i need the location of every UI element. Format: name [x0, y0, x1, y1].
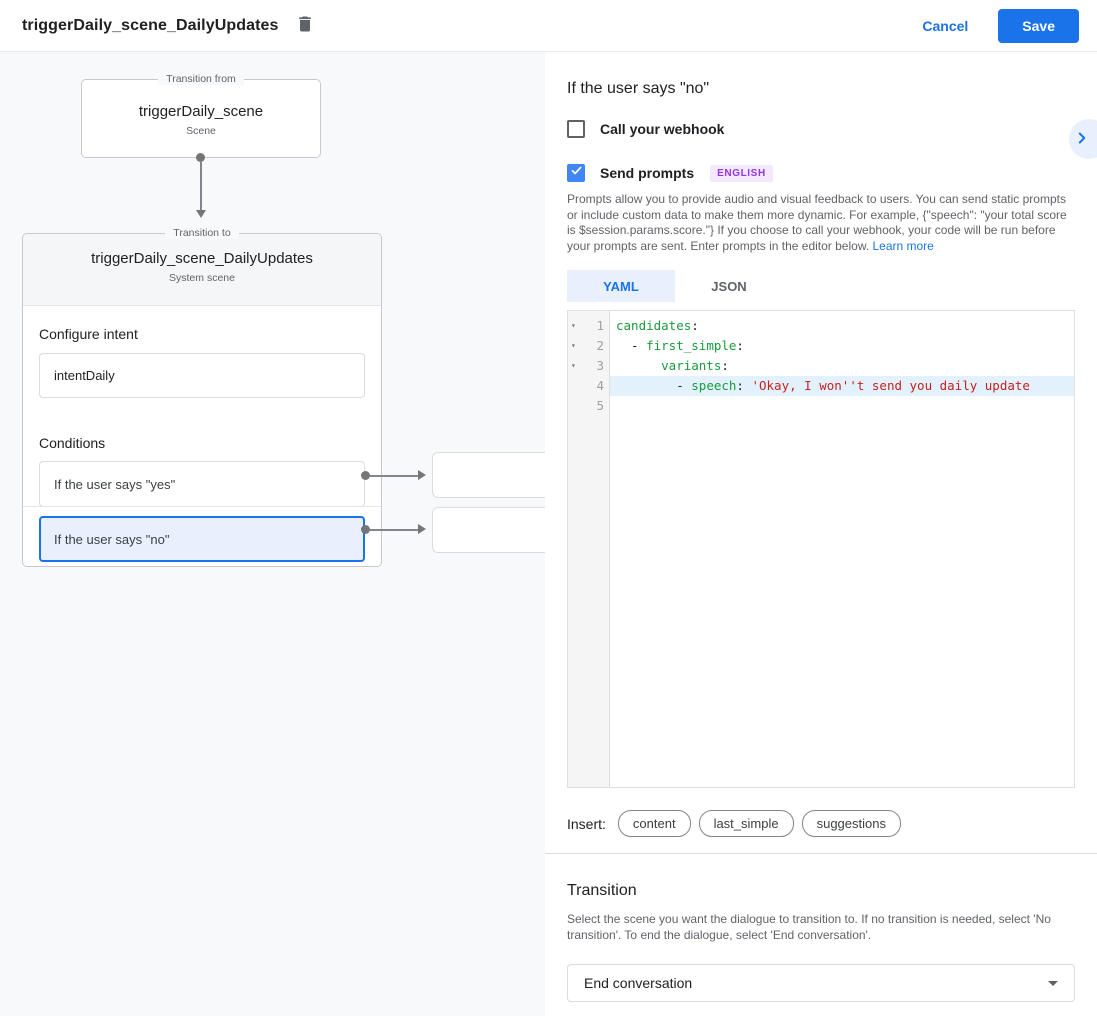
condition-target-node[interactable]	[432, 452, 545, 498]
editor-gutter: ▾ 1 ▾ 2 ▾ 3 4 5	[568, 311, 610, 787]
webhook-checkbox-row[interactable]: Call your webhook	[567, 120, 1075, 138]
fold-arrow-icon[interactable]: ▾	[571, 321, 576, 330]
insert-chip-content[interactable]: content	[617, 810, 691, 837]
transition-from-legend: Transition from	[82, 73, 320, 85]
transition-section: Transition Select the scene you want the…	[545, 854, 1097, 1002]
checkmark-icon	[570, 164, 583, 182]
insert-chip-suggestions[interactable]: suggestions	[801, 810, 901, 837]
prompts-description: Prompts allow you to provide audio and v…	[567, 192, 1067, 253]
fold-arrow-icon[interactable]: ▾	[571, 361, 576, 370]
to-scene-type: System scene	[169, 272, 235, 284]
connector-dot	[196, 153, 205, 162]
to-scene-header: triggerDaily_scene_DailyUpdates System s…	[23, 234, 381, 306]
editor-format-tabs: YAML JSON	[567, 270, 1075, 302]
cancel-button[interactable]: Cancel	[906, 10, 984, 42]
transition-dropdown[interactable]: End conversation	[567, 964, 1075, 1002]
send-prompts-checkbox[interactable]	[567, 164, 585, 182]
transition-to-node: Transition to triggerDaily_scene_DailyUp…	[22, 227, 382, 567]
from-scene-name: triggerDaily_scene	[138, 103, 264, 120]
transition-description: Select the scene you want the dialogue t…	[567, 912, 1051, 942]
line-number: 3	[596, 358, 604, 373]
tab-json[interactable]: JSON	[711, 278, 747, 294]
divider	[23, 506, 381, 507]
line-number: 1	[596, 318, 604, 333]
code-line: variants:	[661, 358, 729, 373]
send-prompts-checkbox-row[interactable]: Send prompts ENGLISH	[567, 164, 1075, 182]
code-line: candidates:	[616, 318, 699, 333]
trash-icon	[295, 14, 315, 37]
insert-row: Insert: content last_simple suggestions	[567, 810, 1075, 853]
code-line-active: - speech: 'Okay, I won''t send you daily…	[610, 376, 1074, 396]
arrow-right-icon	[418, 524, 426, 534]
language-badge: ENGLISH	[710, 164, 773, 182]
delete-scene-button[interactable]	[295, 14, 315, 37]
insert-label: Insert:	[567, 815, 606, 832]
save-button[interactable]: Save	[998, 8, 1079, 43]
arrow-right-icon	[418, 470, 426, 480]
collapse-panel-button[interactable]	[1069, 119, 1097, 159]
connector-line	[370, 529, 418, 531]
divider	[545, 853, 1097, 854]
connector-dot	[361, 525, 370, 534]
webhook-label: Call your webhook	[600, 121, 725, 137]
to-scene-name: triggerDaily_scene_DailyUpdates	[91, 250, 313, 267]
condition-editor-panel: If the user says "no" Call your webhook …	[545, 52, 1097, 1016]
transition-dropdown-value: End conversation	[584, 975, 693, 991]
conditions-label: Conditions	[39, 435, 106, 451]
chevron-right-icon	[1073, 129, 1091, 150]
connector-line	[200, 162, 202, 210]
line-number: 5	[596, 398, 604, 413]
transition-heading: Transition	[567, 882, 637, 899]
connector-line	[370, 475, 418, 477]
top-bar: triggerDaily_scene_DailyUpdates Cancel S…	[0, 0, 1097, 52]
learn-more-link[interactable]: Learn more	[872, 238, 934, 253]
from-scene-type: Scene	[186, 125, 216, 137]
configure-intent-label: Configure intent	[39, 326, 138, 342]
connector-dot	[361, 471, 370, 480]
caret-down-icon	[1048, 980, 1058, 986]
arrow-down-icon	[196, 210, 206, 218]
tab-yaml[interactable]: YAML	[567, 270, 675, 302]
fold-arrow-icon[interactable]: ▾	[571, 341, 576, 350]
condition-target-node[interactable]	[432, 507, 545, 553]
code-line	[610, 396, 1074, 416]
yaml-code-editor[interactable]: ▾ 1 ▾ 2 ▾ 3 4 5 candidates: - first_simple:…	[567, 310, 1075, 788]
scene-flow-canvas: Transition from triggerDaily_scene Scene…	[0, 52, 545, 1016]
line-number: 2	[596, 338, 604, 353]
condition-row-no[interactable]: If the user says "no"	[39, 516, 365, 562]
line-number: 4	[596, 378, 604, 393]
page-title: triggerDaily_scene_DailyUpdates	[22, 16, 279, 34]
editor-code-area[interactable]: candidates: - first_simple: variants: - …	[610, 311, 1074, 787]
code-line: - first_simple:	[616, 338, 744, 353]
webhook-checkbox[interactable]	[567, 120, 585, 138]
intent-field[interactable]: intentDaily	[39, 353, 365, 398]
insert-chip-last-simple[interactable]: last_simple	[698, 810, 794, 837]
panel-title: If the user says "no"	[567, 80, 710, 97]
condition-row-yes[interactable]: If the user says "yes"	[39, 461, 365, 507]
transition-from-node[interactable]: Transition from triggerDaily_scene Scene	[81, 73, 321, 158]
send-prompts-label: Send prompts	[600, 165, 695, 181]
